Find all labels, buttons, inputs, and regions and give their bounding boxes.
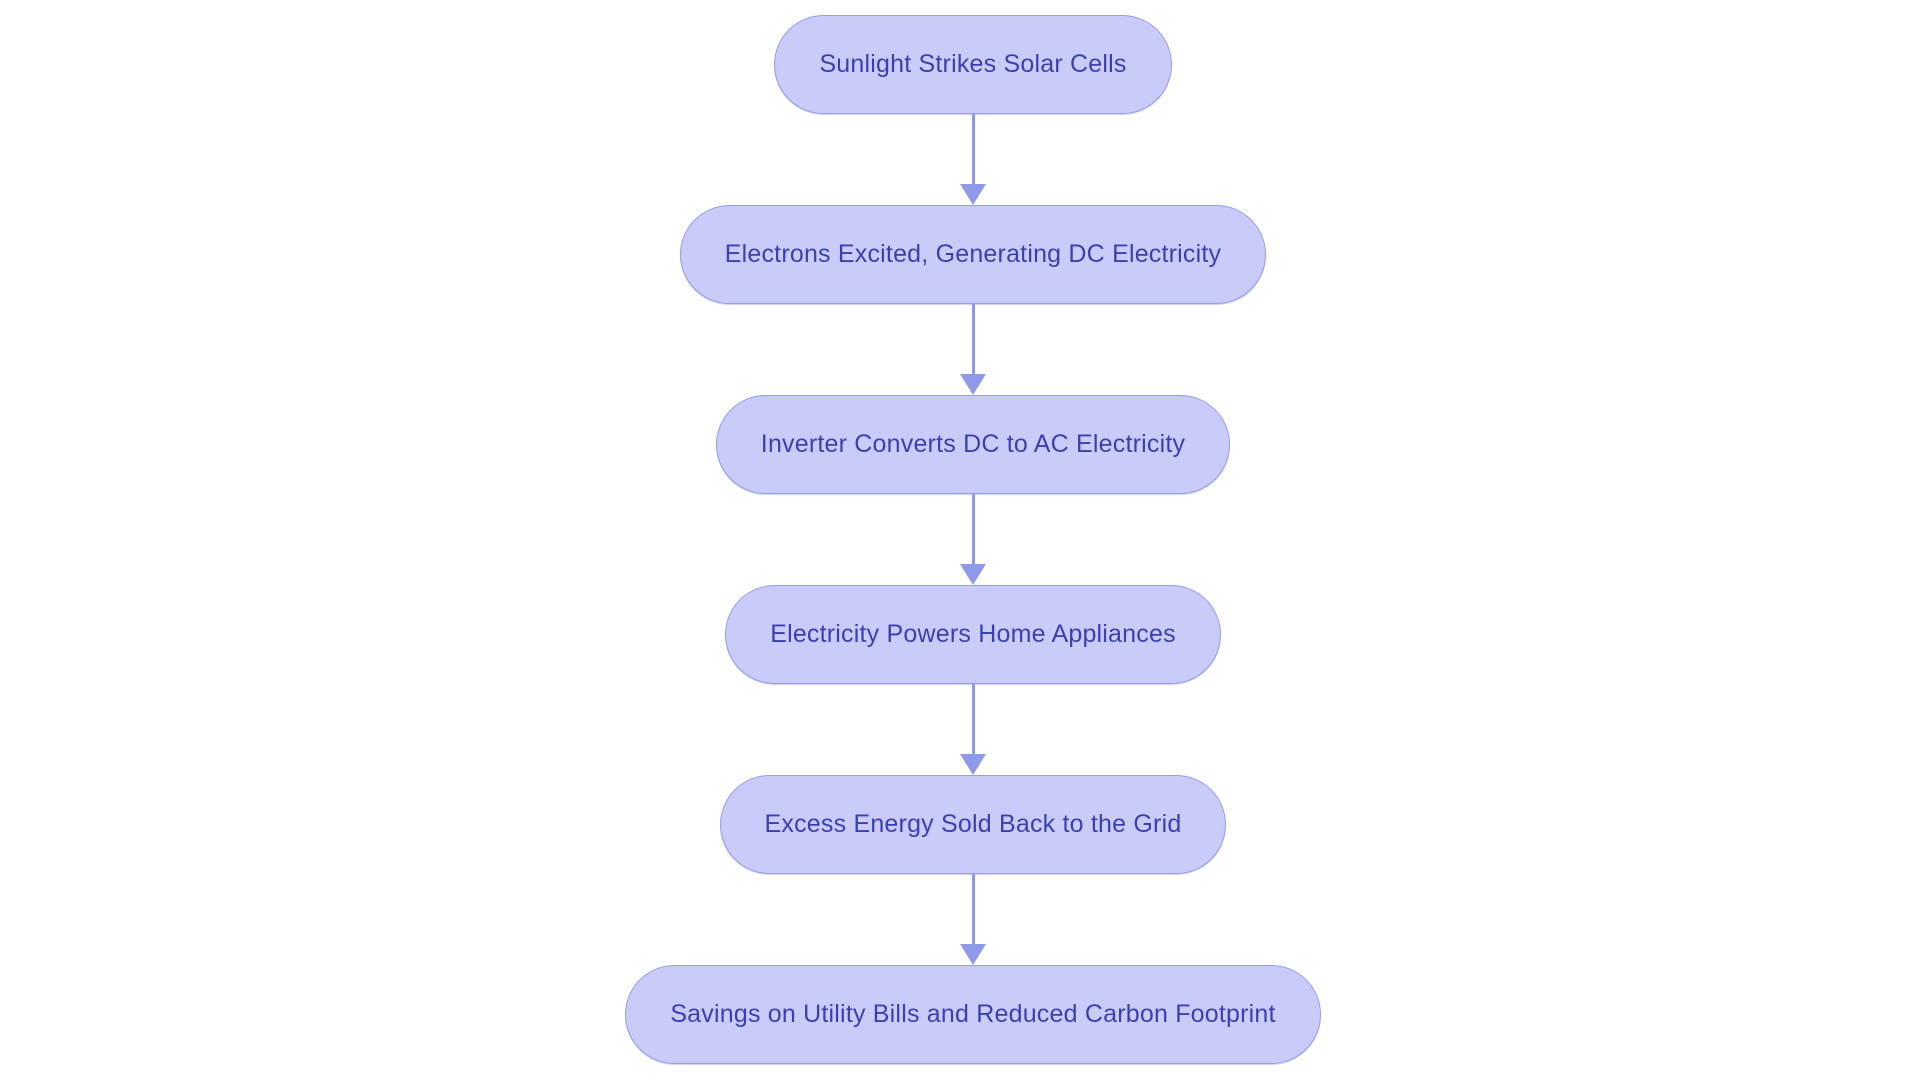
arrow-head-icon — [960, 754, 986, 775]
edge-arrow — [960, 874, 986, 965]
flow-node-grid-sellback: Excess Energy Sold Back to the Grid — [719, 775, 1227, 874]
flow-node-sunlight: Sunlight Strikes Solar Cells — [774, 15, 1172, 114]
flow-node-label: Electrons Excited, Generating DC Electri… — [724, 240, 1222, 268]
edge-arrow — [960, 114, 986, 205]
flow-node-home-appliances: Electricity Powers Home Appliances — [725, 585, 1221, 684]
flow-node-label: Excess Energy Sold Back to the Grid — [764, 810, 1182, 838]
flow-node-label: Savings on Utility Bills and Reduced Car… — [670, 1000, 1276, 1028]
flow-node-label: Inverter Converts DC to AC Electricity — [760, 430, 1186, 458]
flow-node-inverter: Inverter Converts DC to AC Electricity — [715, 395, 1231, 494]
arrow-line — [971, 684, 975, 755]
arrow-head-icon — [960, 184, 986, 205]
arrow-line — [971, 304, 975, 375]
edge-arrow — [960, 304, 986, 395]
flow-node-dc-generation: Electrons Excited, Generating DC Electri… — [679, 205, 1267, 304]
arrow-head-icon — [960, 374, 986, 395]
arrow-line — [971, 494, 975, 565]
flow-node-label: Sunlight Strikes Solar Cells — [819, 50, 1127, 78]
arrow-line — [971, 114, 975, 185]
flowchart: Sunlight Strikes Solar Cells Electrons E… — [0, 15, 1920, 1064]
arrow-head-icon — [960, 944, 986, 965]
arrow-line — [971, 874, 975, 945]
arrow-head-icon — [960, 564, 986, 585]
flow-node-savings: Savings on Utility Bills and Reduced Car… — [625, 965, 1321, 1064]
edge-arrow — [960, 494, 986, 585]
flow-node-label: Electricity Powers Home Appliances — [770, 620, 1176, 648]
edge-arrow — [960, 684, 986, 775]
